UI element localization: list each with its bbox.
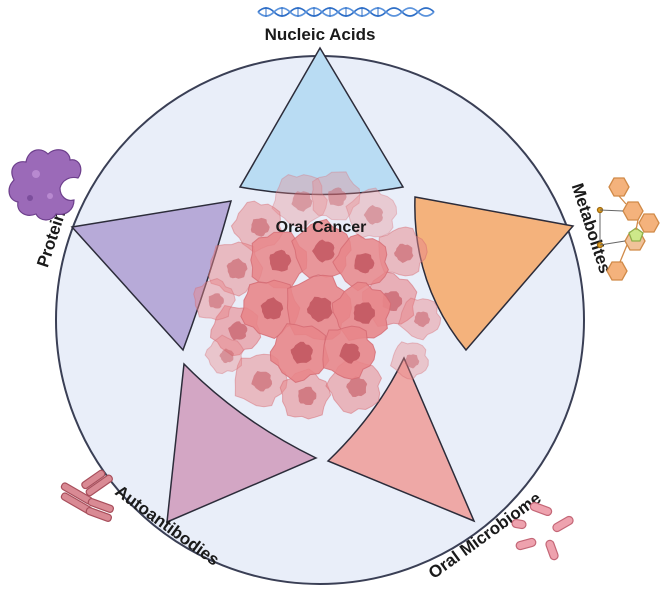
cancer-cell-nucleus	[404, 354, 420, 369]
cancer-cell	[345, 187, 398, 239]
cancer-cell-nucleus	[346, 376, 368, 397]
label-nucleic-acids: Nucleic Acids	[265, 25, 376, 44]
cancer-cell-nucleus	[328, 187, 347, 207]
cancer-cell-nucleus	[250, 217, 270, 237]
cancer-cell	[311, 171, 361, 221]
cancer-cell-nucleus	[298, 386, 317, 405]
bacteria-icon	[511, 502, 574, 561]
cancer-cell-nucleus	[208, 293, 224, 309]
cancer-cell-nucleus	[219, 348, 234, 364]
antibody-icon	[60, 469, 114, 522]
cancer-cell-nucleus	[312, 239, 335, 263]
cancer-cell-nucleus	[290, 341, 313, 364]
molecule-icon	[596, 177, 660, 281]
cancer-cell-nucleus	[226, 258, 248, 279]
cancer-cell-nucleus	[260, 297, 284, 320]
sector-metabolites	[414, 196, 575, 352]
cancer-cell-nucleus	[363, 205, 384, 225]
cancer-cell-nucleus	[291, 191, 313, 212]
cancer-cell-nucleus	[413, 311, 431, 328]
sector-nucleic-acids	[238, 46, 405, 196]
cancer-cell	[271, 174, 328, 230]
cancer-cell-nucleus	[228, 321, 248, 341]
cancer-cell-nucleus	[251, 371, 273, 392]
cancer-cell-nucleus	[306, 296, 333, 323]
cancer-cell-nucleus	[353, 302, 375, 324]
sector-autoantibodies	[166, 362, 318, 524]
dna-helix-icon	[257, 7, 435, 17]
center-label: Oral Cancer	[276, 219, 367, 236]
cancer-cell-nucleus	[269, 249, 292, 272]
protein-icon	[8, 149, 82, 221]
cancer-cell-nucleus	[354, 253, 375, 274]
sector-proteins	[70, 200, 233, 352]
cancer-cell-nucleus	[394, 243, 414, 263]
oral-cancer-cell-cluster	[193, 171, 442, 420]
cancer-cell-nucleus	[339, 343, 361, 364]
sector-oral-microbiome	[326, 356, 476, 523]
